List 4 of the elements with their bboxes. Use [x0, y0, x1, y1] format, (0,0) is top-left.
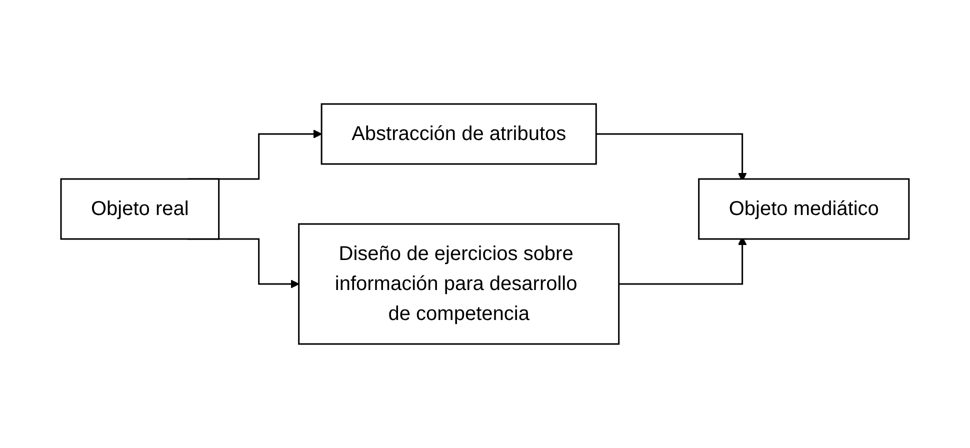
node-box: Objeto mediático [698, 178, 910, 240]
node-box: Objeto real [60, 178, 220, 240]
node-box: Abstracción de atributos [320, 103, 597, 165]
node-box: Diseño de ejercicios sobre información para desarrollo de competencia [298, 223, 620, 345]
